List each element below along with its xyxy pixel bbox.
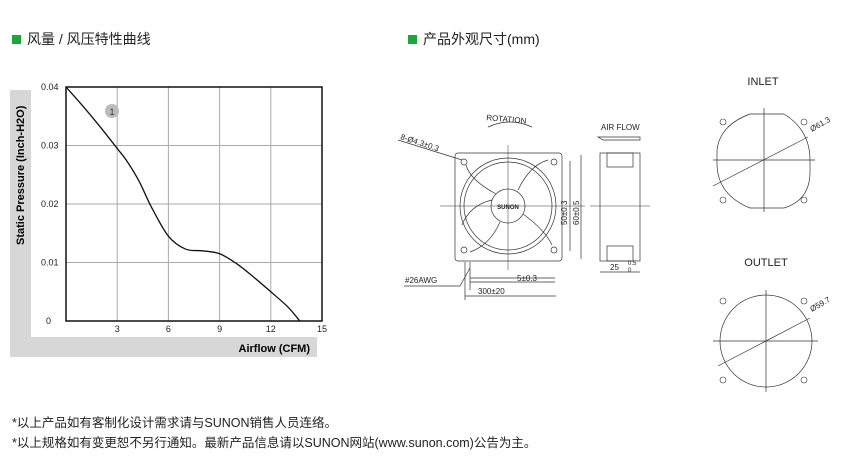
y-tick-label: 0.01 <box>41 258 59 268</box>
y-tick-label: 0 <box>46 316 51 326</box>
curve-heading-text: 风量 / 风压特性曲线 <box>27 31 151 47</box>
bullet-icon <box>12 34 21 44</box>
brand-logo: SUNON <box>497 205 519 211</box>
series-marker-1 <box>105 104 119 118</box>
holes-dim: 8-Ø4.3±0.3 <box>399 132 440 153</box>
airflow-label: AIR FLOW <box>601 123 640 132</box>
note-1: *以上产品如有客制化设计需求请与SUNON销售人员连络。 <box>12 416 338 430</box>
x-tick-label: 6 <box>166 324 171 334</box>
x-tick-label: 12 <box>266 324 276 334</box>
note-2: *以上规格如有变更恕不另行通知。最新产品信息请以SUNON网站(www.suno… <box>12 436 537 450</box>
x-axis-label: Airflow (CFM) <box>239 343 311 355</box>
curve-heading: 风量 / 风压特性曲线 <box>12 29 151 49</box>
bullet-icon <box>408 34 417 44</box>
inlet-diameter: Ø61.3 <box>809 115 833 134</box>
pq-chart: 1 3 6 9 12 15 0 0.01 0.02 0.03 0.04 Airflow (CFM)… <box>10 82 327 357</box>
y-axis-label: Static Pressure (Inch-H2O) <box>15 105 27 245</box>
outlet-label: OUTLET <box>744 257 788 269</box>
wire-gauge: #26AWG <box>405 276 437 285</box>
series-line <box>65 86 301 322</box>
x-tick-label: 3 <box>115 324 120 334</box>
x-tick-label: 15 <box>317 324 327 334</box>
inlet-label: INLET <box>747 76 778 88</box>
dim-60: 60±0.5 <box>572 200 581 225</box>
lead-length: 300±20 <box>478 287 505 296</box>
dim-50: 50±0.3 <box>560 200 569 225</box>
dim-depth-tol-up: 0.5 <box>628 261 637 267</box>
series-label: 1 <box>109 107 114 117</box>
rotation-label: ROTATION <box>486 113 527 125</box>
dimension-heading-text: 产品外观尺寸(mm) <box>423 31 540 47</box>
x-tick-label: 9 <box>217 324 222 334</box>
y-tick-label: 0.04 <box>41 82 59 92</box>
y-tick-label: 0.03 <box>41 141 59 151</box>
y-tick-label: 0.02 <box>41 199 59 209</box>
dim-depth-tol-dn: 0 <box>628 268 632 274</box>
dimension-heading: 产品外观尺寸(mm) <box>408 29 540 49</box>
outlet-diameter: Ø59.7 <box>809 295 833 314</box>
strip-dim: 5±0.3 <box>517 274 538 283</box>
dim-depth: 25 <box>610 263 619 272</box>
